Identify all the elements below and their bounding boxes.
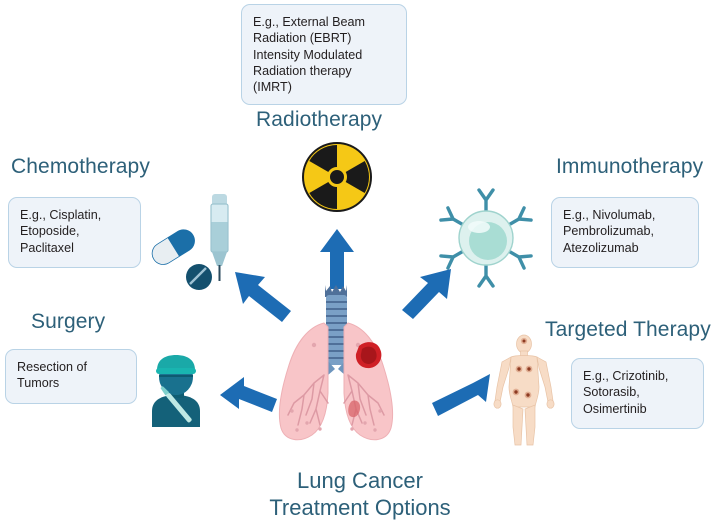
page-title: Lung Cancer Treatment Options [0,467,720,521]
radiotherapy-example-line: E.g., External Beam [253,15,365,29]
immunotherapy-example-line: Pembrolizumab, [563,224,654,239]
arrow-to-immunotherapy [402,269,451,319]
radiotherapy-example-line: Radiation (EBRT) [253,31,352,46]
surgeon-scalpel-icon [152,355,200,427]
immunotherapy-example-line: E.g., Nivolumab, [563,208,656,222]
targeted-therapy-example-line: Osimertinib [583,401,647,416]
immunotherapy-examples-box: E.g., Nivolumab, Pembrolizumab, Atezoliz… [551,197,699,268]
page-title-line-1: Lung Cancer [297,468,423,493]
immunotherapy-example-line: Atezolizumab [563,240,639,255]
radiotherapy-example-line: Radiation therapy [253,63,352,78]
radiotherapy-examples-box: E.g., External Beam Radiation (EBRT) Int… [241,4,407,105]
surgery-heading: Surgery [31,310,106,333]
immune-cell-icon [439,188,533,288]
targeted-therapy-example-line: E.g., Crizotinib, [583,369,669,383]
arrow-to-surgery [220,377,277,412]
arrow-to-targeted-therapy [432,374,490,416]
surgery-example-line: Tumors [17,376,60,391]
targeted-therapy-heading: Targeted Therapy [545,318,711,341]
surgery-example-line: Resection of [17,360,88,374]
tumor-lesion [355,342,382,369]
lungs-with-tumor-icon [278,285,394,441]
arrow-to-radiotherapy [320,229,354,289]
pills-syringe-icon [151,194,229,290]
targeted-therapy-example-line: Sotorasib, [583,385,640,400]
radiotherapy-heading: Radiotherapy [256,108,383,131]
radiation-trefoil-icon [302,142,372,212]
surgery-examples-box: Resection of Tumors [5,349,137,404]
arrow-to-chemotherapy [235,272,291,322]
chemotherapy-heading: Chemotherapy [11,155,150,178]
radiotherapy-example-line: (IMRT) [253,80,292,95]
targeted-therapy-examples-box: E.g., Crizotinib, Sotorasib, Osimertinib [571,358,704,429]
page-title-line-2: Treatment Options [269,495,451,520]
human-body-targets-icon [493,334,555,446]
chemotherapy-examples-box: E.g., Cisplatin, Etoposide, Paclitaxel [8,197,141,268]
radiotherapy-example-line: Intensity Modulated [253,47,363,62]
chemotherapy-example-line: Etoposide, [20,224,80,239]
immunotherapy-heading: Immunotherapy [556,155,704,178]
chemotherapy-example-line: E.g., Cisplatin, [20,208,102,222]
chemotherapy-example-line: Paclitaxel [20,240,74,255]
